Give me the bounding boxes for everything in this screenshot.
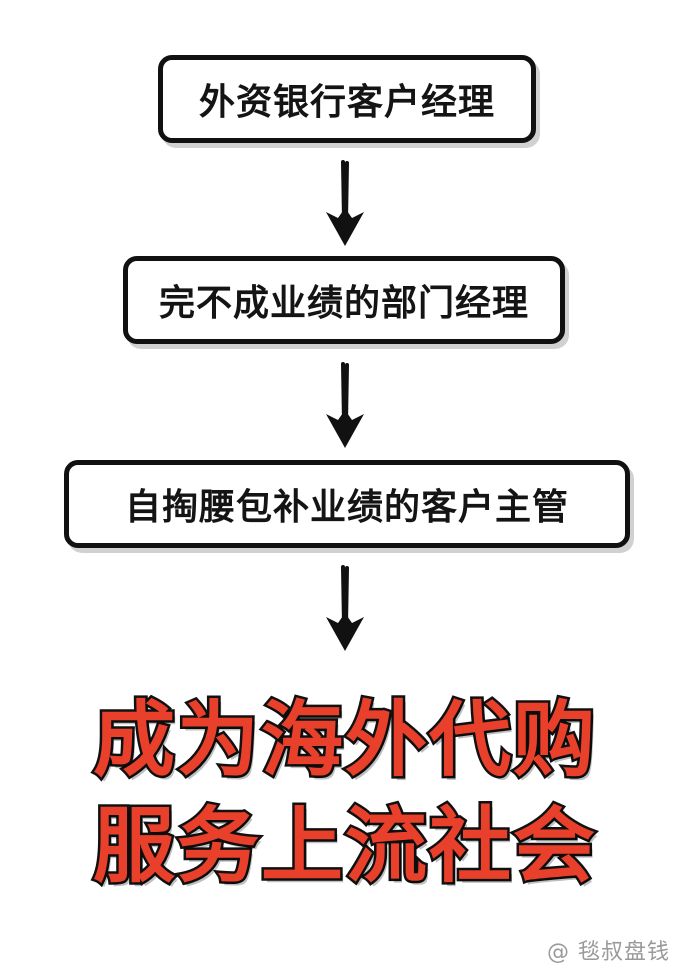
watermark: @ 毯叔盘钱 (547, 940, 670, 965)
down-arrow-icon (326, 362, 364, 448)
flow-step-1-label: 外资银行客户经理 (198, 82, 495, 123)
flow-step-3-label: 自掏腰包补业绩的客户主管 (124, 487, 569, 528)
headline-line-1: 成为海外代购 (90, 693, 597, 788)
flow-step-3: 自掏腰包补业绩的客户主管 (64, 460, 630, 548)
down-arrow-icon (326, 160, 364, 246)
headline-line-2: 服务上流社会 (90, 799, 597, 894)
down-arrow-icon (326, 565, 364, 651)
flow-step-2-label: 完不成业绩的部门经理 (158, 283, 529, 324)
flow-step-1: 外资银行客户经理 (158, 55, 536, 143)
flow-step-2: 完不成业绩的部门经理 (123, 256, 565, 344)
